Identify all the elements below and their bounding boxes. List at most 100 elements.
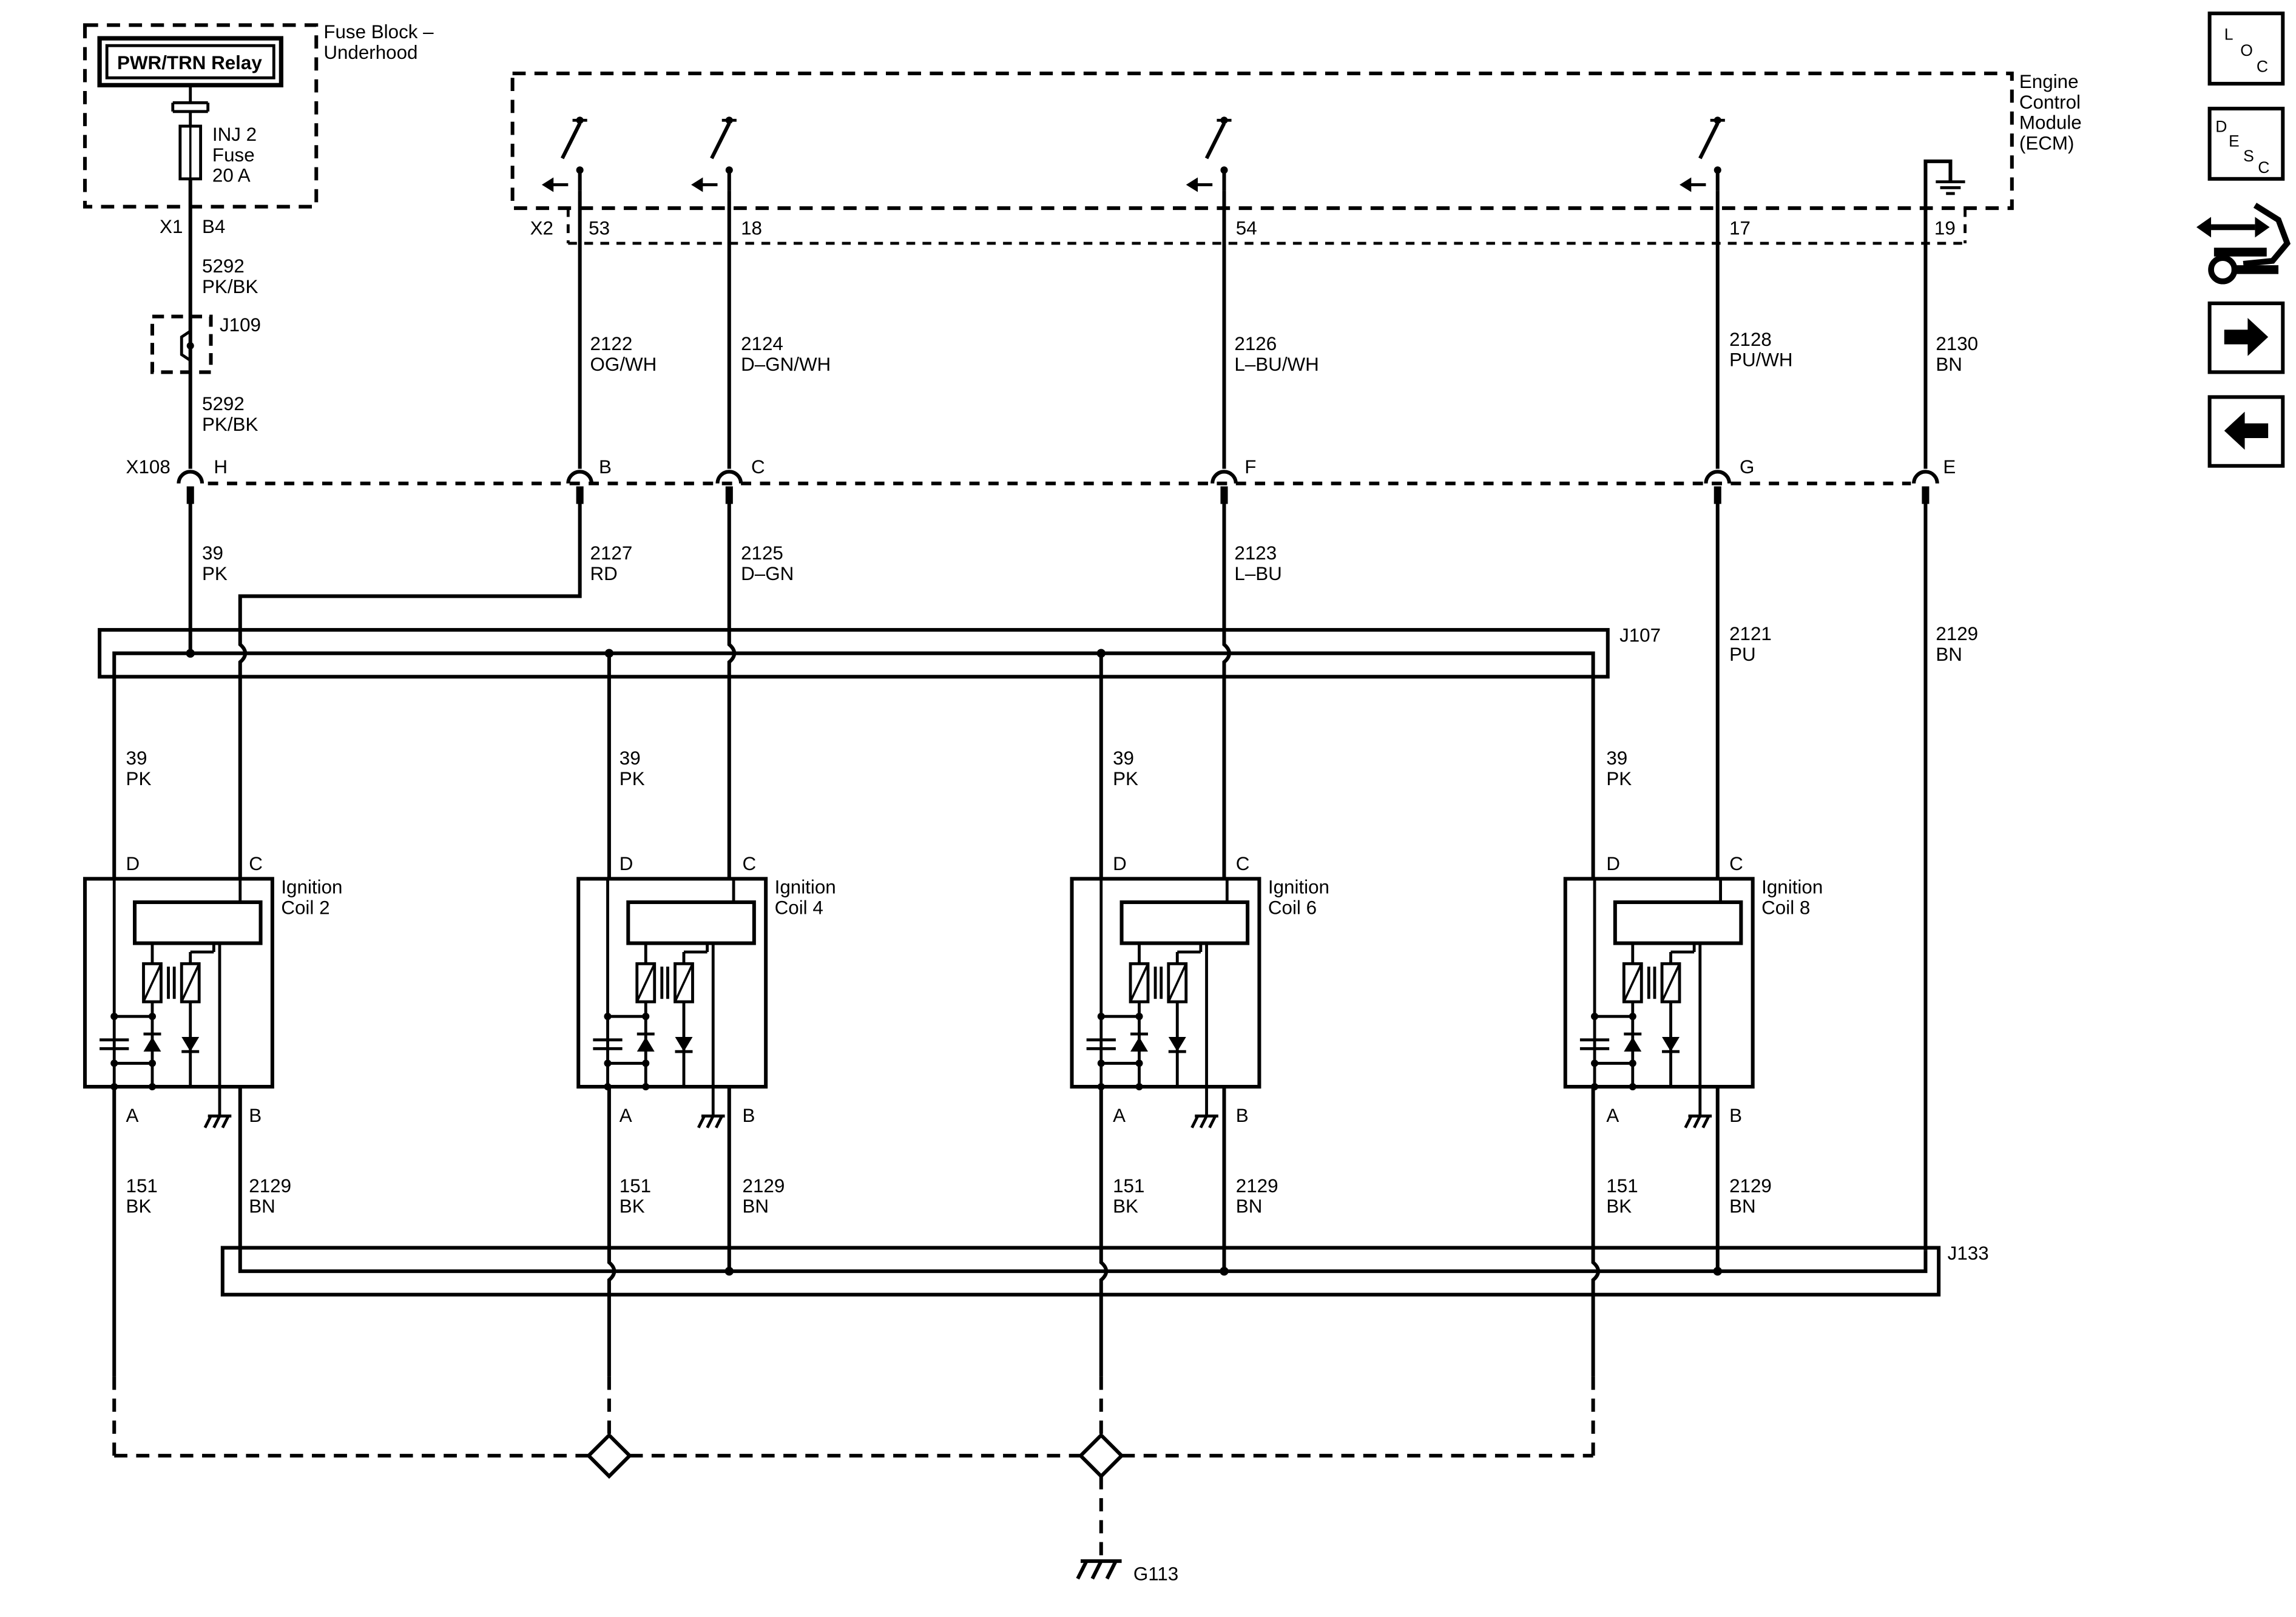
nav-loc-button[interactable]: L O C xyxy=(2207,12,2285,86)
previous-page-arrow-icon[interactable] xyxy=(2207,395,2285,468)
nav-desc-button[interactable]: D E S C xyxy=(2207,106,2285,181)
coil-ground-color: BK xyxy=(620,1196,645,1217)
wire-2130-circuit: 2130 xyxy=(1936,333,1978,354)
ecm-pin-54: 54 xyxy=(1236,218,1257,239)
wire-2127-color: RD xyxy=(590,563,618,584)
coil-feed-color: PK xyxy=(126,768,152,789)
ecm-title-3: Module xyxy=(2019,112,2082,133)
coil-ground-circuit: 151 xyxy=(620,1175,651,1197)
x108-pin-b: B xyxy=(599,456,612,478)
coil-return-color: BN xyxy=(249,1196,275,1217)
coil-pin-c: C xyxy=(1236,853,1250,874)
wire-2123-circuit: 2123 xyxy=(1234,542,1277,564)
wire-2126-color: L–BU/WH xyxy=(1234,354,1319,375)
fuse-block-pin: B4 xyxy=(202,216,225,237)
wire-2122-color: OG/WH xyxy=(590,354,657,375)
coil-ground-circuit: 151 xyxy=(1606,1175,1638,1197)
desc-letter-d: D xyxy=(2215,118,2227,136)
coil-pin-d: D xyxy=(1606,853,1620,874)
harness-wires-middle: 39 PK 2127 RD 2125 D–GN 2123 L–BU 2121 P… xyxy=(188,504,1978,1251)
x108-pin-contact xyxy=(177,470,204,504)
coil-pin-a: A xyxy=(126,1105,139,1126)
desc-letter-s: S xyxy=(2243,147,2254,165)
x108-pin-contact xyxy=(1912,470,1939,504)
connector-end-view-icon[interactable] xyxy=(2196,203,2291,285)
coil-feed-color: PK xyxy=(1113,768,1138,789)
ecm-title-4: (ECM) xyxy=(2019,133,2075,154)
coil-feed-color: PK xyxy=(1606,768,1632,789)
x108-pin-f: F xyxy=(1244,456,1256,478)
ecm-pin-53: 53 xyxy=(589,218,610,239)
wire-2128-color: PU/WH xyxy=(1729,349,1793,371)
wire-5292-circuit-a: 5292 xyxy=(202,255,245,277)
next-page-arrow-icon[interactable] xyxy=(2207,301,2285,374)
fuse-block-connector: X1 xyxy=(160,216,183,237)
wire-2125-circuit: 2125 xyxy=(741,542,783,564)
coil-return-color: BN xyxy=(1729,1196,1756,1217)
splice-j109 xyxy=(150,314,213,374)
splice-diamond-icon xyxy=(586,1433,632,1479)
relay-label: PWR/TRN Relay xyxy=(117,52,262,73)
coil-feed-circuit: 39 xyxy=(126,748,147,769)
wire-2121-circuit: 2121 xyxy=(1729,623,1772,644)
wire-2126-circuit: 2126 xyxy=(1234,333,1277,354)
ecm-switch-3 xyxy=(1680,116,1725,192)
ecm-output-wires: 2122 OG/WH 2124 D–GN/WH 2126 L–BU/WH 212… xyxy=(578,191,1978,469)
wire-5292-circuit-b: 5292 xyxy=(202,393,245,414)
splice-j133-label: J133 xyxy=(1948,1243,1989,1264)
engine-control-module: Engine Control Module (ECM) X2 53 18 54 … xyxy=(510,71,2082,245)
coil-ground-circuit: 151 xyxy=(126,1175,158,1197)
ecm-pin-17: 17 xyxy=(1729,218,1751,239)
desc-letter-c: C xyxy=(2258,158,2269,177)
coil-return-circuit: 2129 xyxy=(743,1175,785,1197)
wire-2125-color: D–GN xyxy=(741,563,794,584)
x108-pin-contact xyxy=(715,470,743,504)
ecm-pin-19: 19 xyxy=(1934,218,1956,239)
inline-connector-x108: X108 H B C F G E xyxy=(126,456,1956,504)
coil-ground-color: BK xyxy=(1606,1196,1632,1217)
x108-pin-e: E xyxy=(1943,456,1956,478)
fuse-rating: 20 A xyxy=(212,165,251,186)
coil-pin-c: C xyxy=(249,853,263,874)
x108-pin-g: G xyxy=(1740,456,1754,478)
wire-5292-color-a: PK/BK xyxy=(202,276,258,297)
ecm-switch-2 xyxy=(1186,116,1232,192)
coil-pin-a: A xyxy=(1113,1105,1126,1126)
x108-pin-contact xyxy=(566,470,593,504)
splice-j109-label: J109 xyxy=(220,314,261,336)
coil-pin-b: B xyxy=(1729,1105,1742,1126)
coil-pin-c: C xyxy=(743,853,757,874)
x108-pin-contact xyxy=(1704,470,1732,504)
fuse-block-underhood: PWR/TRN Relay INJ 2 Fuse 20 A Fuse Block… xyxy=(83,21,434,237)
coil-title-2: Coil 2 xyxy=(281,897,329,918)
ecm-pin-18: 18 xyxy=(741,218,762,239)
wire-2127-circuit: 2127 xyxy=(590,542,633,564)
fuse-type: Fuse xyxy=(212,144,255,166)
ecm-connector: X2 xyxy=(530,218,553,239)
ecm-switch-0 xyxy=(541,116,587,192)
coil-pin-a: A xyxy=(620,1105,632,1126)
fuse-block-title-1: Fuse Block – xyxy=(323,21,434,42)
coil-pin-c: C xyxy=(1729,853,1743,874)
x108-pin-h: H xyxy=(214,456,228,478)
ecm-switch-1 xyxy=(691,116,737,192)
coil-title-1: Ignition xyxy=(281,876,342,897)
splice-pack-j107: J107 xyxy=(98,624,1661,879)
wire-2130-color: BN xyxy=(1936,354,1962,375)
feed-wire-5292: 5292 PK/BK J109 5292 PK/BK xyxy=(150,178,261,469)
ground-distribution: G113 xyxy=(112,1376,1595,1584)
loc-letter-o: O xyxy=(2240,41,2253,59)
coil-title-1: Ignition xyxy=(1268,876,1329,897)
coil-pin-a: A xyxy=(1606,1105,1619,1126)
coil-pin-b: B xyxy=(1236,1105,1249,1126)
coil-title-1: Ignition xyxy=(775,876,836,897)
coil-return-circuit: 2129 xyxy=(1729,1175,1772,1197)
coil-pin-d: D xyxy=(620,853,633,874)
wire-5292-color-b: PK/BK xyxy=(202,414,258,435)
fuse-name: INJ 2 xyxy=(212,124,257,145)
splice-diamond-icon xyxy=(1078,1433,1124,1479)
x108-label: X108 xyxy=(126,456,171,478)
